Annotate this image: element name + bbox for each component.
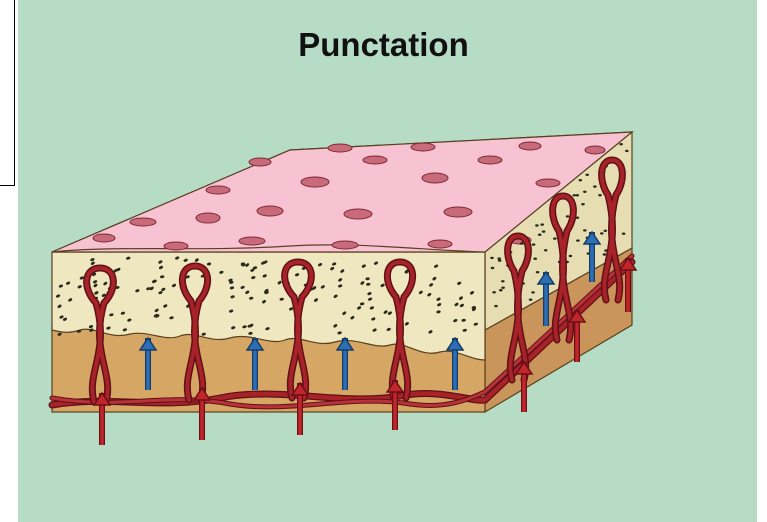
speckle bbox=[583, 191, 587, 193]
speckle bbox=[619, 143, 623, 145]
speckle bbox=[576, 194, 580, 196]
speckle bbox=[579, 179, 583, 181]
speckle bbox=[529, 299, 533, 301]
speckle bbox=[535, 224, 539, 226]
speckle bbox=[604, 230, 608, 232]
speckle bbox=[598, 194, 602, 196]
speckle bbox=[583, 229, 587, 231]
speckle bbox=[581, 203, 585, 205]
speckle bbox=[536, 271, 540, 273]
page-title: Punctation bbox=[0, 26, 767, 64]
speckle bbox=[498, 259, 502, 261]
speckle bbox=[544, 249, 548, 251]
speckle bbox=[542, 230, 546, 232]
speckle bbox=[491, 267, 495, 269]
speckle bbox=[600, 232, 604, 234]
speckle bbox=[576, 239, 580, 241]
speckle bbox=[501, 280, 505, 282]
speckle bbox=[531, 291, 535, 293]
speckle bbox=[520, 242, 524, 244]
speckle bbox=[593, 185, 597, 187]
speckle bbox=[499, 289, 503, 291]
speckle bbox=[490, 257, 494, 259]
speckle bbox=[533, 258, 537, 260]
speckle bbox=[532, 243, 536, 245]
speckle bbox=[569, 255, 573, 257]
speckle bbox=[501, 287, 505, 289]
speckle bbox=[494, 305, 498, 307]
speckle bbox=[492, 291, 496, 293]
speckle bbox=[553, 237, 557, 239]
speckle bbox=[585, 174, 589, 176]
speckle bbox=[622, 233, 626, 235]
speckle bbox=[540, 223, 544, 225]
speckle bbox=[625, 150, 629, 152]
speckle bbox=[566, 215, 570, 217]
speckle bbox=[538, 234, 542, 236]
speckle bbox=[497, 257, 501, 259]
speckle bbox=[603, 253, 607, 255]
